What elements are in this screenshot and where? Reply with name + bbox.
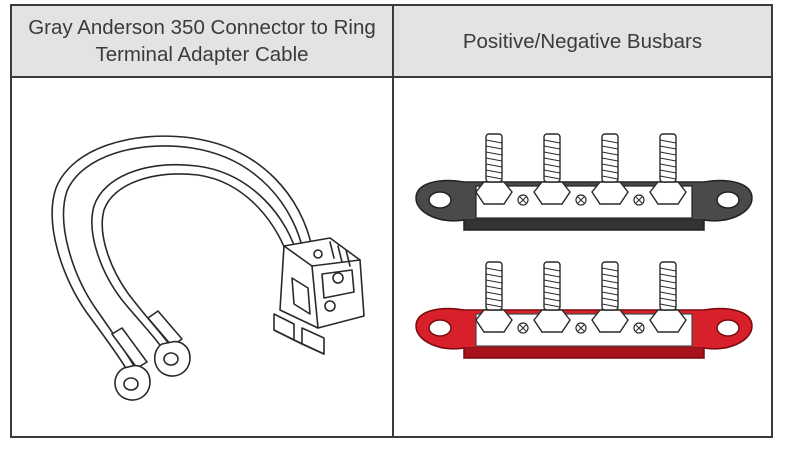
table-header-row: Gray Anderson 350 Connector to Ring Term… <box>12 6 771 78</box>
column-divider <box>392 6 394 436</box>
header-adapter-cable: Gray Anderson 350 Connector to Ring Term… <box>12 6 392 76</box>
busbars-illustration <box>415 133 753 359</box>
stud-negative-3 <box>591 133 629 205</box>
adapter-cable-illustration <box>51 135 365 401</box>
terminal-studs <box>475 133 687 334</box>
adapter-cable-cell <box>12 78 392 436</box>
header-busbars-label: Positive/Negative Busbars <box>462 29 703 53</box>
header-busbars: Positive/Negative Busbars <box>394 6 771 76</box>
busbar-screw <box>633 322 645 334</box>
positive-busbar-illustration <box>415 307 753 359</box>
header-adapter-cable-label: Gray Anderson 350 Connector to Ring Term… <box>28 16 376 66</box>
stud-positive-4 <box>649 261 687 333</box>
stud-positive-3 <box>591 261 629 333</box>
stud-negative-2 <box>533 133 571 205</box>
busbars-cell <box>394 78 771 436</box>
stud-positive-1 <box>475 261 513 333</box>
product-table: Gray Anderson 350 Connector to Ring Term… <box>10 4 773 438</box>
stud-negative-1 <box>475 133 513 205</box>
busbar-screw <box>575 322 587 334</box>
busbar-screw <box>575 194 587 206</box>
negative-busbar-illustration <box>415 179 753 231</box>
busbar-screw <box>517 322 529 334</box>
busbar-screw <box>633 194 645 206</box>
stud-positive-2 <box>533 261 571 333</box>
busbar-screw <box>517 194 529 206</box>
stud-negative-4 <box>649 133 687 205</box>
